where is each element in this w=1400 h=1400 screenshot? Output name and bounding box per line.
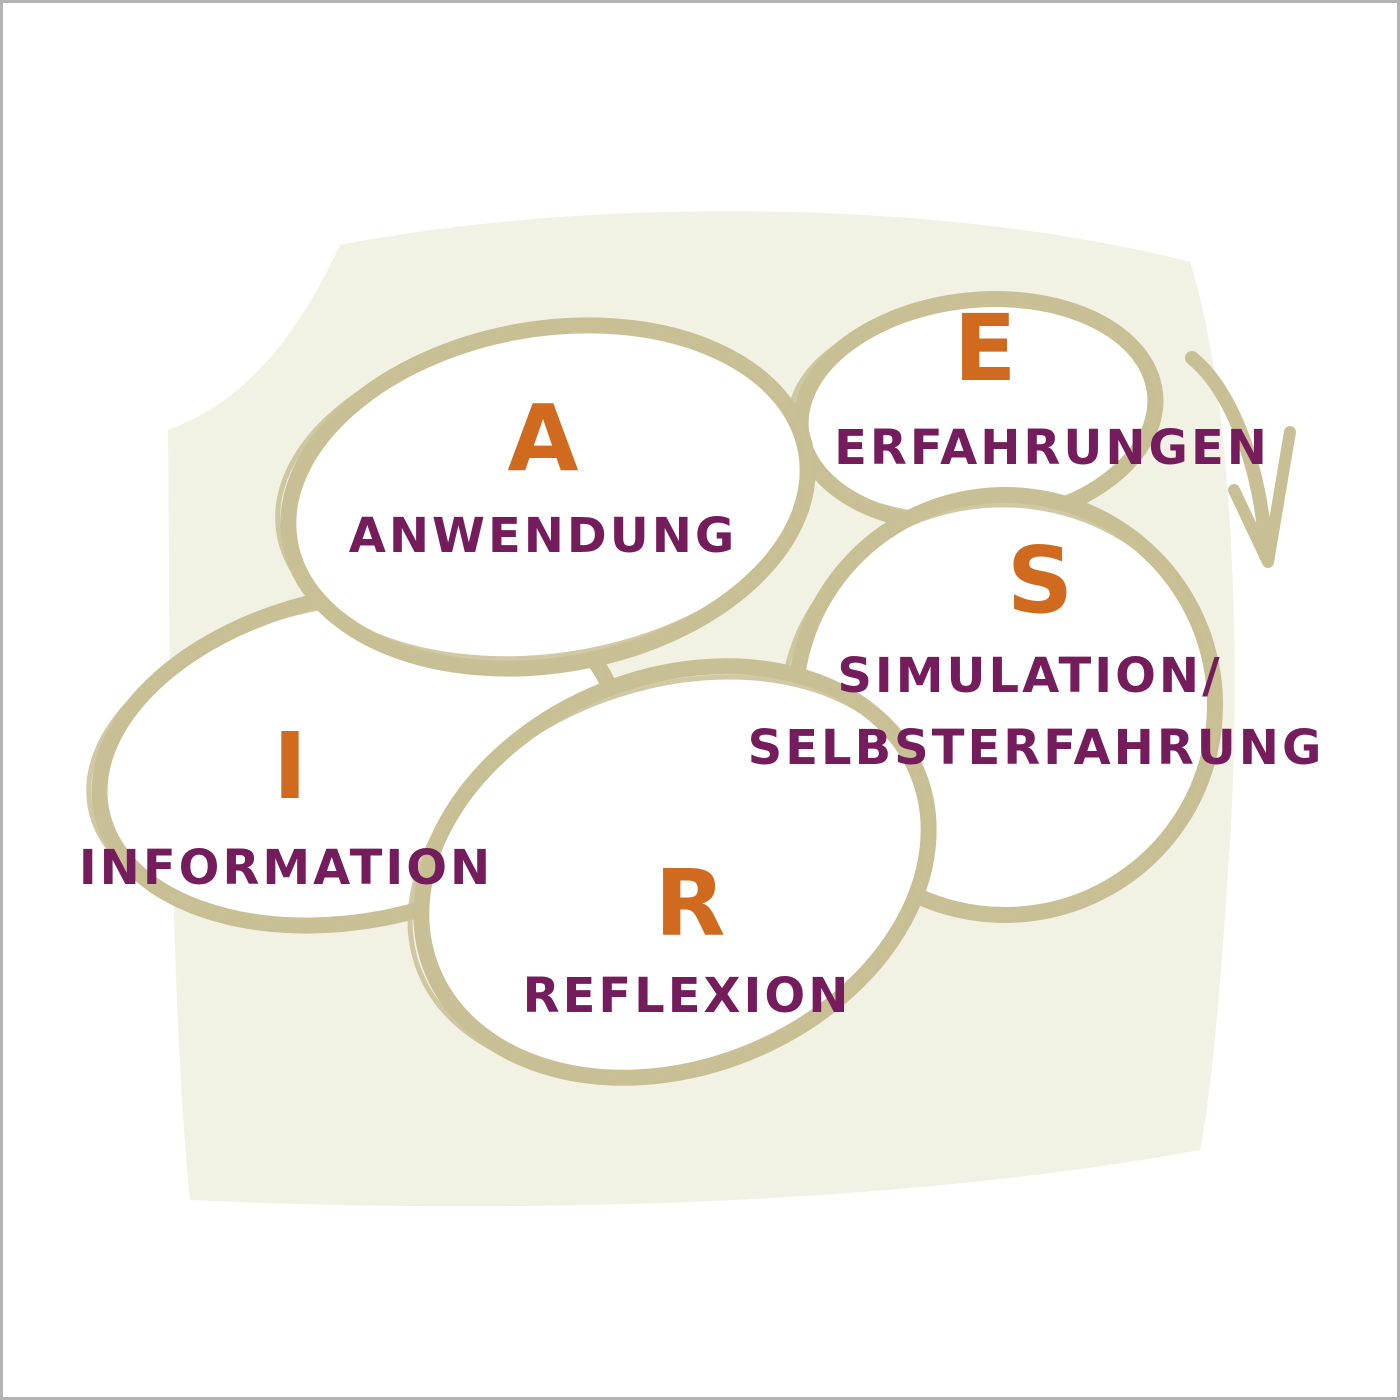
label-information: INFORMATION [79,840,493,896]
letter-i: I [273,713,307,820]
letter-a: A [507,385,578,492]
label-anwendung: ANWENDUNG [349,508,738,564]
letter-e: E [954,295,1017,402]
letter-r: R [655,850,726,957]
ellipse-anwendung [275,317,816,677]
letter-s: S [1007,527,1073,634]
label-erfahrungen: ERFAHRUNGEN [834,420,1270,476]
label-reflexion: REFLEXION [523,968,852,1024]
ellipse-reflexion [407,658,937,1086]
cycle-arrow-icon [1185,351,1296,568]
label-selbsterfahrung: SELBSTERFAHRUNG [748,720,1325,776]
label-simulation: SIMULATION/ [837,648,1222,704]
